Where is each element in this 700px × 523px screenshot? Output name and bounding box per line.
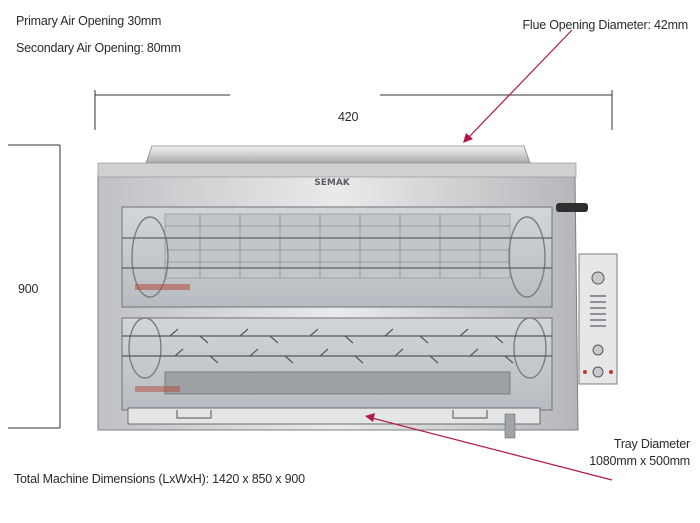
total-dimensions-label: Total Machine Dimensions (LxWxH): 1420 x… [14, 472, 305, 486]
flue-leader [463, 29, 573, 143]
rotisserie-machine: SEMAK [97, 145, 618, 439]
width-dimension [94, 90, 613, 130]
secondary-air-label: Secondary Air Opening: 80mm [16, 41, 181, 55]
tray-label-line1: Tray Diameter [613, 437, 690, 451]
tray-leader [365, 413, 613, 481]
brand-logo: SEMAK [314, 178, 351, 188]
flue-plate [145, 145, 531, 164]
height-value: 900 [18, 282, 39, 296]
height-dimension [8, 144, 61, 429]
flue-label: Flue Opening Diameter: 42mm [522, 18, 688, 32]
primary-air-label: Primary Air Opening 30mm [16, 14, 162, 28]
tray-label-line2: 1080mm x 500mm [589, 454, 690, 468]
width-value: 420 [338, 110, 359, 124]
drip-tray [127, 407, 541, 425]
lower-compartment [121, 317, 553, 411]
